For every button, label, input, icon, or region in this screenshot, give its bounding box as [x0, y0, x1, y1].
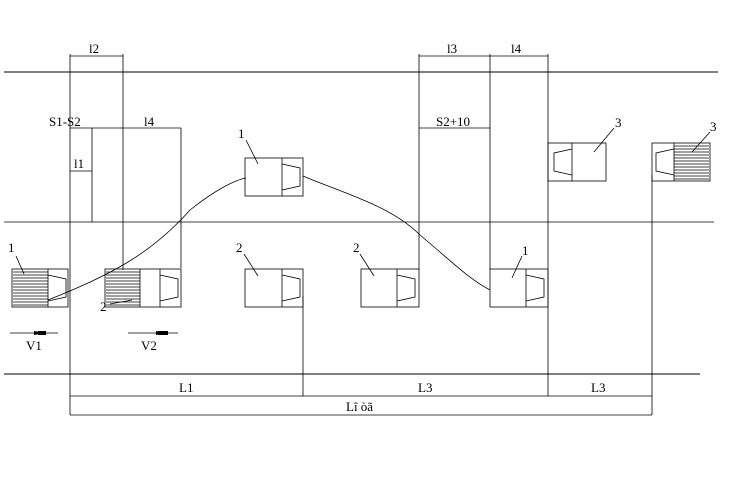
vehicle-2-mid-a [244, 268, 304, 308]
callout-3-a: 3 [615, 115, 622, 130]
label-L1: L1 [179, 380, 193, 395]
hatching [674, 145, 709, 180]
label-L3-b: L3 [591, 380, 605, 395]
label-v1: V1 [26, 338, 42, 353]
vehicle-1-start [11, 268, 69, 308]
label-v2: V2 [141, 338, 157, 353]
label-l3: l3 [447, 41, 457, 56]
callout-1-right: 1 [522, 243, 529, 258]
label-L3-a: L3 [418, 380, 432, 395]
hatching [106, 271, 140, 306]
callout-2-mid-a: 2 [236, 240, 243, 255]
vehicle-3-oncoming-b [651, 142, 711, 182]
speed-arrow-v2 [128, 331, 178, 335]
hatching [13, 271, 48, 306]
callout-1-top: 1 [238, 126, 245, 141]
label-l1: l1 [74, 156, 84, 171]
callout-1-left: 1 [8, 240, 15, 255]
vehicle-2-mid-b [360, 268, 420, 308]
callout-leaders [15, 127, 711, 305]
label-L-total: Lî òã [346, 399, 373, 414]
vehicle-1-end [489, 268, 549, 308]
overtaking-trajectory [47, 175, 491, 301]
label-l4-top: l4 [511, 41, 522, 56]
callout-3-b: 3 [710, 119, 717, 134]
label-s2-10: S2+10 [436, 114, 470, 129]
label-l4-mid: l4 [144, 114, 155, 129]
lane-lines [4, 71, 718, 375]
callout-2-left: 2 [100, 299, 107, 314]
speed-arrow-v1 [10, 331, 58, 335]
dimension-lines [70, 55, 652, 416]
extension-lines [69, 54, 653, 415]
vehicle-3-oncoming-a [547, 142, 607, 182]
vehicle-2-start [104, 268, 182, 308]
callout-2-mid-b: 2 [353, 240, 360, 255]
label-s1-s2: S1-S2 [49, 114, 81, 129]
vehicle-1-overtaking [244, 157, 304, 197]
label-l2: l2 [89, 41, 99, 56]
